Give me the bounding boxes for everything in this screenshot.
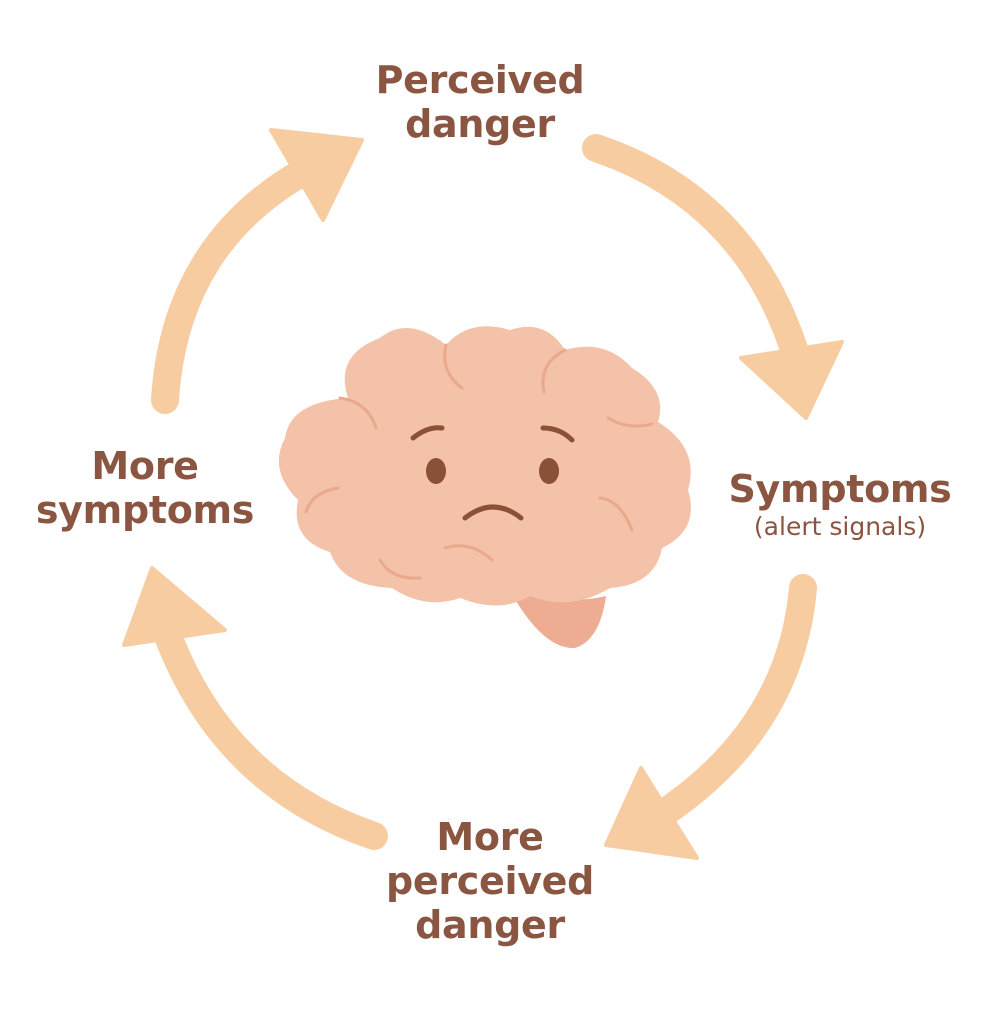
node-perceived-danger: Perceived danger: [330, 58, 630, 146]
node-more-perceived-danger: More perceived danger: [330, 815, 650, 947]
node-symptoms-title: Symptoms: [728, 467, 952, 511]
arrow-top-to-right: [582, 134, 844, 420]
node-more-symptoms: More symptoms: [10, 444, 280, 532]
node-more-perceived-danger-line3: danger: [415, 903, 565, 947]
node-more-symptoms-line1: More: [91, 444, 199, 488]
arrow-left-to-top: [151, 128, 364, 414]
node-more-symptoms-line2: symptoms: [35, 488, 255, 532]
node-symptoms: Symptoms (alert signals): [700, 467, 980, 543]
worried-brain-icon: [278, 326, 691, 649]
node-symptoms-subtitle: (alert signals): [753, 512, 927, 541]
node-more-perceived-danger-line2: perceived: [385, 859, 595, 903]
node-perceived-danger-line2: danger: [405, 102, 555, 146]
arrow-right-to-bottom: [604, 574, 817, 860]
node-perceived-danger-line1: Perceived: [375, 58, 585, 102]
arrow-bottom-to-left: [122, 566, 388, 850]
node-more-perceived-danger-line1: More: [436, 815, 544, 859]
